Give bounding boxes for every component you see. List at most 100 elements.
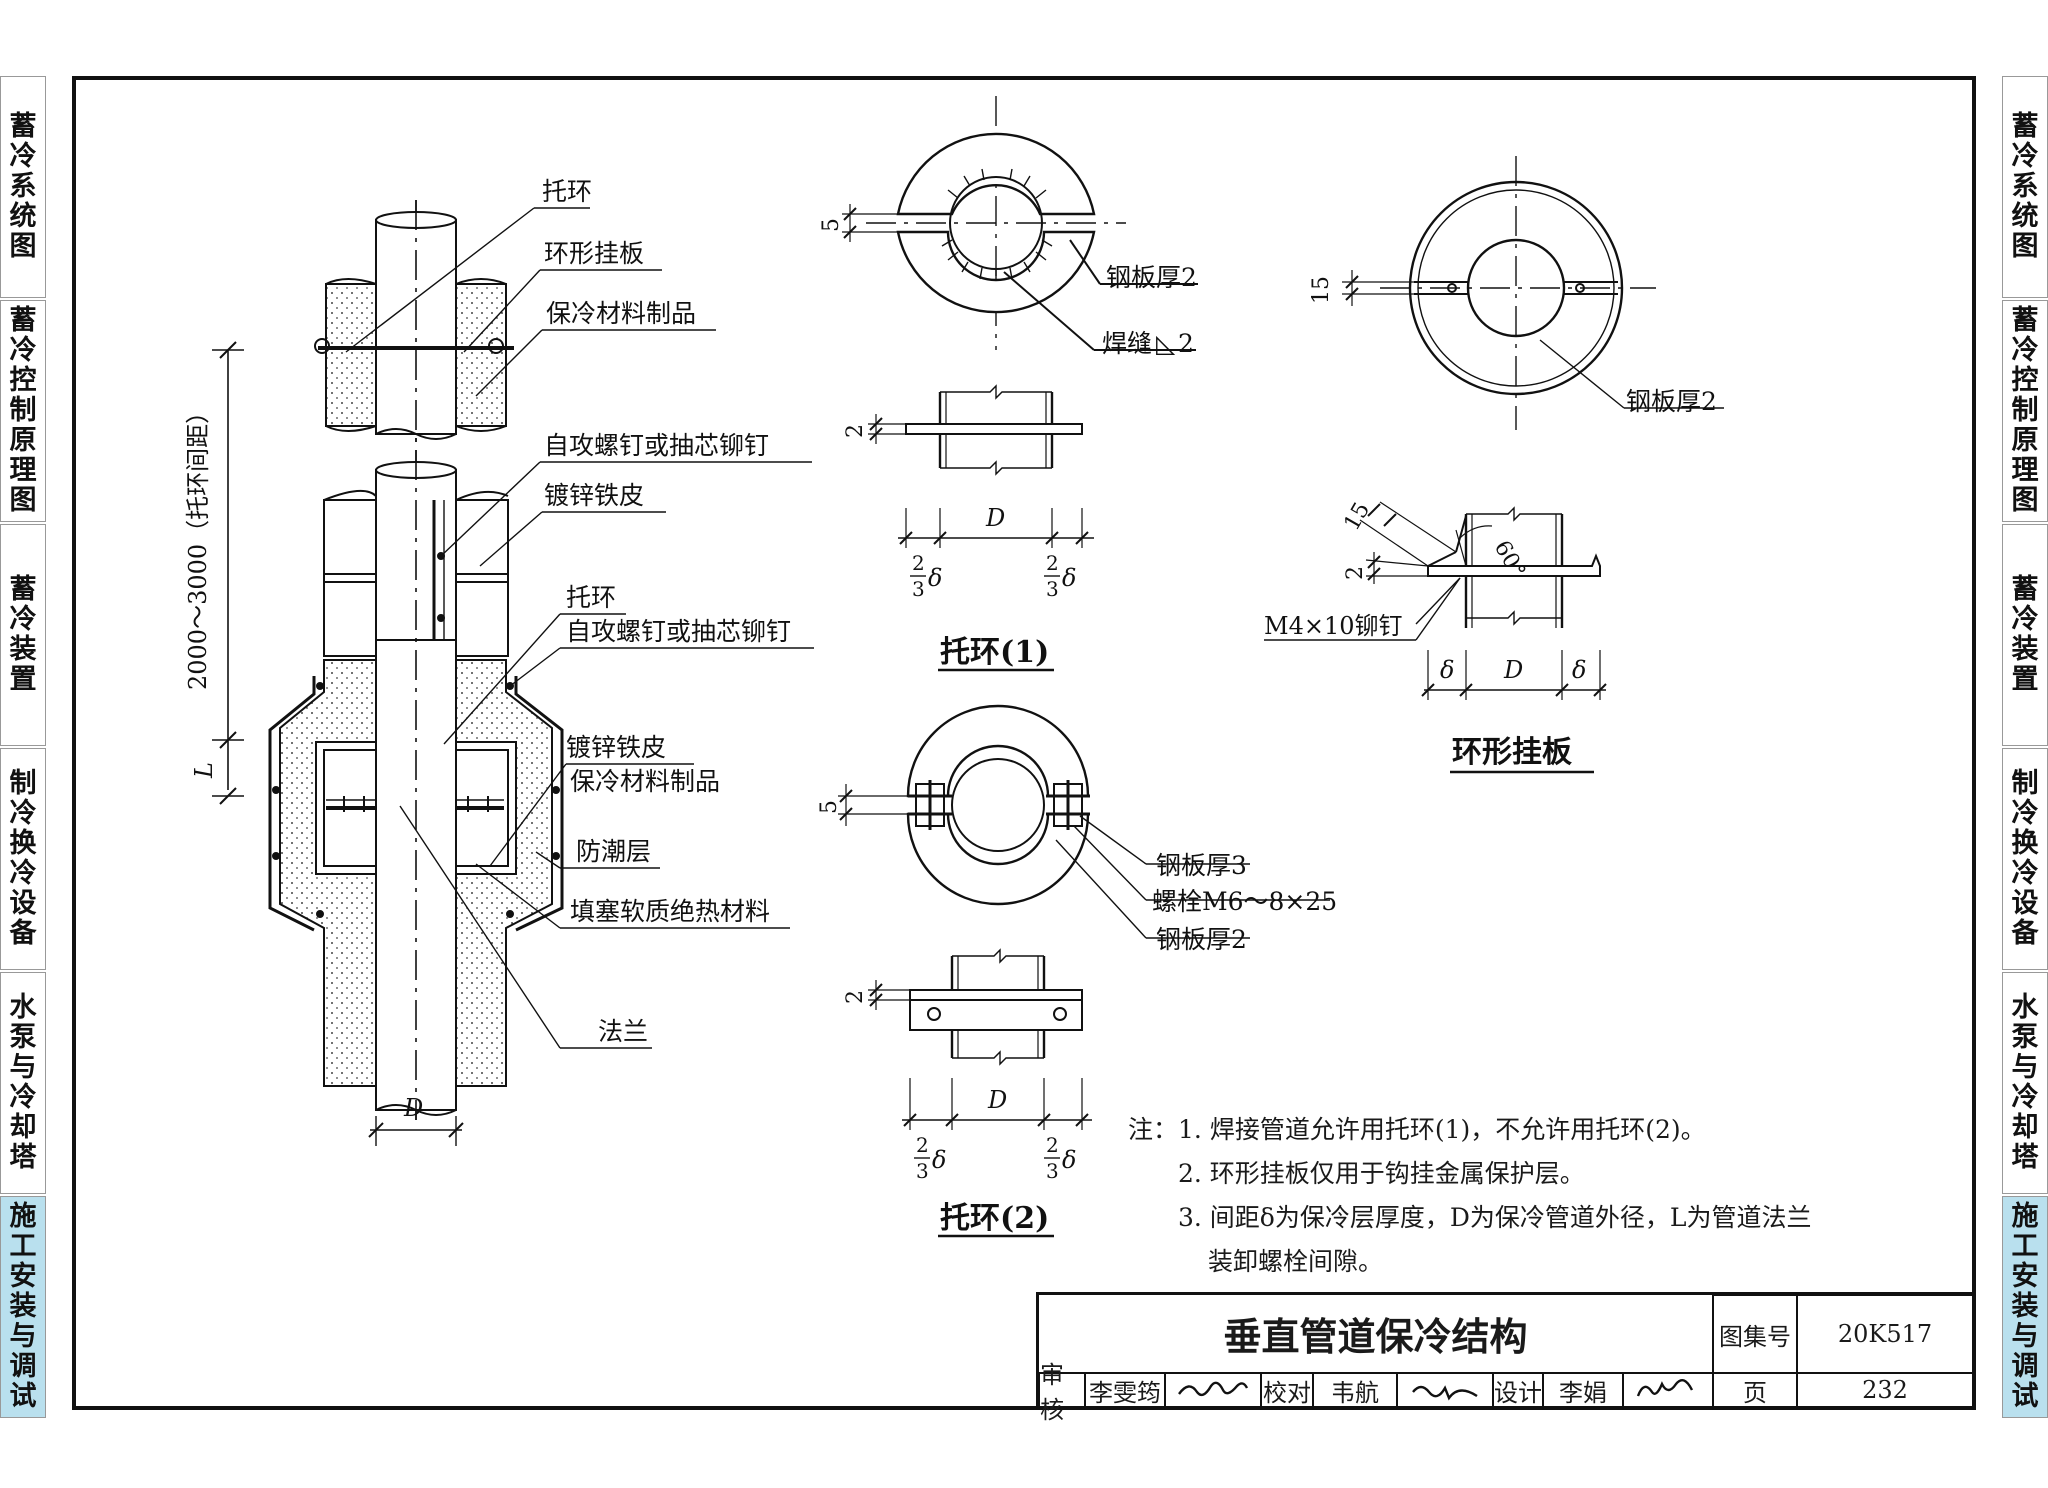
label-galv-top: 镀锌铁皮	[544, 481, 644, 510]
label-tuohuan-top: 托环	[542, 177, 592, 206]
side-tab-label: 蓄冷装置	[9, 574, 37, 695]
ring-plate-plate: 钢板厚2	[1626, 387, 1717, 416]
ring2-delta-left: δ	[932, 1146, 946, 1174]
ring-plate-dim-side2: 2	[1343, 566, 1368, 580]
label-filler: 填塞软质绝热材料	[570, 897, 770, 926]
side-tab-right-2[interactable]: 蓄冷控制原理图	[2002, 300, 2048, 522]
ring1-weld-size: 2	[1178, 329, 1194, 358]
ring-plate-dim-D: D	[1503, 656, 1523, 684]
side-tab-label: 制冷换冷设备	[9, 768, 37, 949]
ring1-weld: 焊缝	[1102, 329, 1152, 358]
design-label: 设计	[1493, 1373, 1543, 1407]
ring2-frac-num-left: 2	[916, 1133, 929, 1157]
side-tab-label: 蓄冷系统图	[2011, 111, 2039, 262]
ring1-caption: 托环(1)	[940, 635, 1049, 670]
signature-icon	[1412, 1385, 1478, 1401]
side-tab-left-1[interactable]: 蓄冷系统图	[0, 76, 46, 298]
ring1-drawing	[842, 96, 1198, 672]
ring1-labels: 5 钢板厚2 焊缝 ◺ 2 2 D 2 3 δ 2 3 δ 托环(1)	[819, 218, 1197, 670]
label-insulation-top: 保冷材料制品	[546, 299, 696, 328]
page-number: 232	[1797, 1373, 1973, 1407]
ring2-frac-num-right: 2	[1046, 1133, 1059, 1157]
review-label: 审核	[1039, 1361, 1085, 1424]
checker-signature	[1397, 1373, 1493, 1407]
label-screw-mid: 自攻螺钉或抽芯铆钉	[566, 617, 791, 646]
label-galv-mid: 镀锌铁皮	[566, 733, 666, 762]
ring1-gap: 5	[819, 218, 844, 232]
side-tab-label: 蓄冷系统图	[9, 111, 37, 262]
ring-plate-dim15: 15	[1309, 276, 1334, 304]
label-screw-top: 自攻螺钉或抽芯铆钉	[544, 431, 769, 460]
ring2-side-dim: 2	[843, 990, 868, 1004]
ring1-plate: 钢板厚2	[1106, 263, 1197, 292]
dim-D-left: D	[403, 1094, 423, 1122]
ring1-frac-den-right: 3	[1046, 577, 1059, 601]
note-1: 1. 焊接管道允许用托环(1)，不允许用托环(2)。	[1178, 1115, 1706, 1144]
ring-plate-labels: 15 钢板厚2 15 60° 2 M4×10铆钉 δ D δ 环形挂板	[1264, 276, 1717, 770]
ring1-dim-D: D	[985, 504, 1005, 532]
side-tab-left-6[interactable]: 施工安装与调试	[0, 1196, 46, 1418]
side-tab-right-5[interactable]: 水泵与冷却塔	[2002, 972, 2048, 1194]
ring1-frac-num-right: 2	[1046, 551, 1059, 575]
ring-plate-delta-left: δ	[1440, 656, 1454, 684]
title-block: 垂直管道保冷结构 图集号 20K517 审核 李雯筠 校对 韦航 设计 李娟 页…	[1036, 1292, 1976, 1424]
label-moisture: 防潮层	[576, 837, 651, 866]
ring1-delta-left: δ	[928, 564, 942, 592]
side-tab-label: 蓄冷控制原理图	[9, 305, 37, 516]
side-tab-label: 制冷换冷设备	[2011, 768, 2039, 949]
ring2-caption: 托环(2)	[940, 1201, 1049, 1236]
ring2-frac-den-right: 3	[1046, 1159, 1059, 1183]
side-tab-label: 施工安装与调试	[9, 1201, 37, 1412]
side-tab-right-3[interactable]: 蓄冷装置	[2002, 524, 2048, 746]
reviewer: 李雯筠	[1085, 1373, 1165, 1407]
check-label: 校对	[1261, 1373, 1313, 1407]
side-tab-left-3[interactable]: 蓄冷装置	[0, 524, 46, 746]
side-tab-left-5[interactable]: 水泵与冷却塔	[0, 972, 46, 1194]
ring2-bolt: 螺栓M6～8×25	[1152, 887, 1337, 916]
ring2-drawing	[838, 704, 1330, 1238]
note-2: 2. 环形挂板仅用于钩挂金属保护层。	[1178, 1159, 1585, 1188]
note-3: 3. 间距δ为保冷层厚度，D为保冷管道外径，L为管道法兰	[1178, 1203, 1812, 1232]
atlas-label: 图集号	[1713, 1295, 1797, 1373]
ring2-frac-den-left: 3	[916, 1159, 929, 1183]
note-3-cont: 装卸螺栓间隙。	[1208, 1247, 1384, 1276]
notes-prefix: 注：	[1128, 1115, 1179, 1144]
label-insulation-mid: 保冷材料制品	[570, 767, 720, 796]
ring-plate-delta-right: δ	[1572, 656, 1586, 684]
dim-spacing: 2000～3000（托环间距）	[184, 400, 212, 690]
designer-signature	[1623, 1373, 1713, 1407]
drawing-frame	[72, 76, 1976, 1410]
side-tab-right-6[interactable]: 施工安装与调试	[2002, 1196, 2048, 1418]
label-flange: 法兰	[598, 1017, 648, 1046]
ring-plate-drawing	[1264, 156, 1724, 774]
ring-plate-dim-side15: 15	[1340, 498, 1376, 535]
designer: 李娟	[1543, 1373, 1623, 1407]
side-tab-left-2[interactable]: 蓄冷控制原理图	[0, 300, 46, 522]
ring-plate-rivet: M4×10铆钉	[1264, 612, 1403, 640]
dim-L: L	[190, 762, 218, 779]
side-tab-label: 施工安装与调试	[2011, 1201, 2039, 1412]
signature-icon	[1636, 1378, 1694, 1397]
ring-plate-caption: 环形挂板	[1452, 735, 1572, 770]
side-tab-label: 水泵与冷却塔	[9, 992, 37, 1173]
side-tab-label: 蓄冷控制原理图	[2011, 305, 2039, 516]
ring2-plate2: 钢板厚2	[1156, 925, 1247, 954]
side-tab-label: 蓄冷装置	[2011, 574, 2039, 695]
page-label: 页	[1713, 1373, 1797, 1407]
ring1-frac-num-left: 2	[912, 551, 925, 575]
reviewer-signature	[1165, 1373, 1261, 1407]
label-tuohuan-mid: 托环	[566, 583, 616, 612]
left-elevation-labels: 托环 环形挂板 保冷材料制品 自攻螺钉或抽芯铆钉 镀锌铁皮 托环 自攻螺钉或抽芯…	[184, 177, 791, 1122]
label-ring-plate: 环形挂板	[544, 239, 644, 268]
side-tab-right-1[interactable]: 蓄冷系统图	[2002, 76, 2048, 298]
side-tab-left-4[interactable]: 制冷换冷设备	[0, 748, 46, 970]
ring2-plate3: 钢板厚3	[1156, 851, 1247, 880]
left-elevation	[212, 200, 814, 1146]
checker: 韦航	[1313, 1373, 1397, 1407]
weld-symbol-icon: ◺	[1156, 329, 1176, 358]
ring1-frac-den-left: 3	[912, 577, 925, 601]
ring2-delta-right: δ	[1062, 1146, 1076, 1174]
side-tab-label: 水泵与冷却塔	[2011, 992, 2039, 1173]
ring1-delta-right: δ	[1062, 564, 1076, 592]
